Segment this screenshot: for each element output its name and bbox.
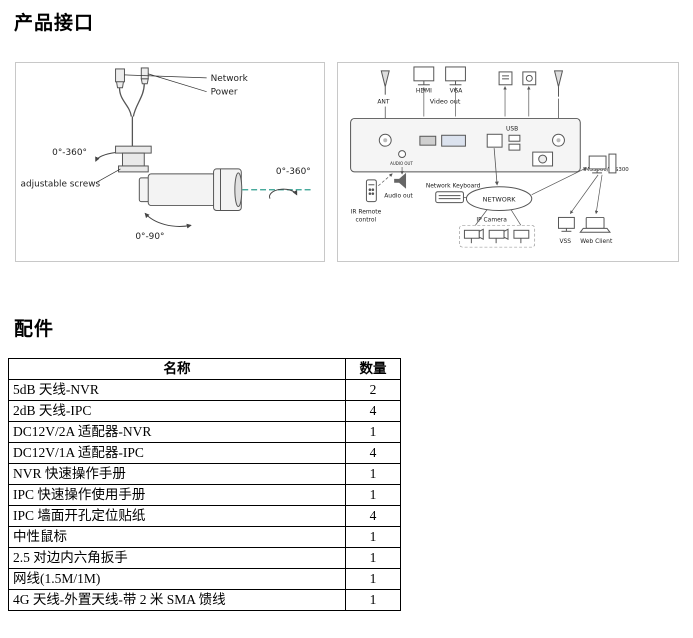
camera-diagram: Network Power 0°-360° adjustable screws bbox=[15, 62, 325, 262]
keyboard-icon bbox=[435, 191, 464, 204]
model-label: IMS3000/IMS300 bbox=[583, 167, 629, 173]
accessory-name-cell: 5dB 天线-NVR bbox=[8, 379, 346, 401]
vss-client-icon bbox=[557, 216, 575, 232]
nvr-rear-panel bbox=[350, 117, 581, 173]
video-out-label: Video out bbox=[430, 98, 461, 106]
pc-icon bbox=[588, 153, 617, 174]
accessory-qty-cell: 1 bbox=[345, 526, 401, 548]
usb-device-icons bbox=[498, 71, 537, 86]
tilt-rotation-arrow bbox=[144, 212, 192, 229]
network-label: Network bbox=[211, 74, 249, 84]
vss-label: VSS bbox=[559, 238, 571, 245]
cloud-camera-line2 bbox=[510, 209, 522, 226]
header-qty: 数量 bbox=[345, 358, 401, 380]
table-header-row: 名称 数量 bbox=[8, 358, 401, 380]
ir-remote-label-line1: IR Remote bbox=[351, 208, 382, 215]
accessory-name-cell: IPC 墙面开孔定位贴纸 bbox=[8, 505, 346, 527]
network-cloud bbox=[465, 186, 533, 212]
vga-label: VGA bbox=[450, 88, 464, 95]
camera-body bbox=[138, 168, 243, 212]
accessory-qty-cell: 1 bbox=[345, 568, 401, 590]
accessory-qty-cell: 2 bbox=[345, 379, 401, 401]
accessory-qty-cell: 1 bbox=[345, 484, 401, 506]
nvr-diagram-svg: ANT HDMI VGA Video out bbox=[350, 66, 629, 248]
accessory-qty-cell: 4 bbox=[345, 442, 401, 464]
roll-rotation-label: 0°-360° bbox=[276, 167, 311, 177]
cloud-pc-line bbox=[531, 167, 587, 195]
pan-rotation-label: 0°-360° bbox=[52, 148, 87, 158]
accessory-name-cell: 网线(1.5M/1M) bbox=[8, 568, 346, 590]
accessory-name-cell: 2dB 天线-IPC bbox=[8, 400, 346, 422]
accessory-name-cell: 中性鼠标 bbox=[8, 526, 346, 548]
right-antenna-icon bbox=[553, 70, 564, 97]
ip-camera-icons bbox=[463, 228, 530, 244]
section-title-interfaces: 产品接口 bbox=[14, 13, 95, 34]
ant-label: ANT bbox=[377, 99, 390, 106]
ir-remote-icon bbox=[365, 179, 377, 203]
accessory-name-cell: IPC 快速操作使用手册 bbox=[8, 484, 346, 506]
network-keyboard-label: Network Keyboard bbox=[426, 183, 481, 190]
web-client-icon bbox=[579, 216, 611, 233]
accessory-qty-cell: 1 bbox=[345, 463, 401, 485]
accessory-qty-cell: 1 bbox=[345, 547, 401, 569]
screws-leader-line bbox=[95, 168, 121, 184]
vga-monitor-icon bbox=[445, 66, 466, 86]
pc-vss-line bbox=[569, 174, 599, 215]
accessory-qty-cell: 4 bbox=[345, 400, 401, 422]
table-row: 网线(1.5M/1M)1 bbox=[8, 568, 401, 590]
cable-connector-icons bbox=[115, 67, 149, 89]
tilt-rotation-label: 0°-90° bbox=[135, 232, 164, 242]
header-name: 名称 bbox=[8, 358, 346, 380]
hdmi-monitor-icon bbox=[413, 66, 435, 86]
camera-mount bbox=[115, 145, 152, 173]
ip-camera-label: IP Camera bbox=[476, 216, 507, 223]
accessory-name-cell: 4G 天线-外置天线-带 2 米 SMA 馈线 bbox=[8, 589, 346, 611]
audio-out-port-label: AUDIO OUT bbox=[390, 161, 413, 166]
adjustable-screws-label: adjustable screws bbox=[21, 180, 101, 190]
speaker-icon bbox=[394, 172, 407, 189]
cloud-camera-line1 bbox=[475, 209, 488, 226]
usb-label: USB bbox=[506, 125, 518, 132]
accessory-name-cell: NVR 快速操作手册 bbox=[8, 463, 346, 485]
left-antenna-icon bbox=[380, 70, 390, 95]
accessory-qty-cell: 1 bbox=[345, 589, 401, 611]
accessory-name-cell: DC12V/2A 适配器-NVR bbox=[8, 421, 346, 443]
network-label: NETWORK bbox=[483, 196, 517, 204]
accessory-name-cell: DC12V/1A 适配器-IPC bbox=[8, 442, 346, 464]
ir-remote-label-line2: control bbox=[356, 216, 377, 223]
nvr-diagram: ANT HDMI VGA Video out bbox=[337, 62, 679, 262]
roll-rotation-arrow bbox=[269, 188, 298, 199]
accessory-name-cell: 2.5 对边内六角扳手 bbox=[8, 547, 346, 569]
cables bbox=[118, 83, 145, 147]
web-client-label: Web Client bbox=[580, 238, 613, 245]
label-leader-lines bbox=[124, 73, 207, 93]
pc-webclient-line bbox=[594, 174, 603, 215]
accessory-qty-cell: 4 bbox=[345, 505, 401, 527]
lan-connection-line bbox=[493, 148, 499, 186]
power-label: Power bbox=[211, 88, 238, 98]
ir-signal-line bbox=[378, 173, 393, 187]
camera-diagram-svg: Network Power 0°-360° adjustable screws bbox=[21, 67, 314, 242]
audio-out-label: Audio out bbox=[384, 193, 413, 200]
accessory-qty-cell: 1 bbox=[345, 421, 401, 443]
section-title-accessories: 配件 bbox=[14, 319, 55, 340]
diagram-row: Network Power 0°-360° adjustable screws bbox=[15, 62, 679, 262]
